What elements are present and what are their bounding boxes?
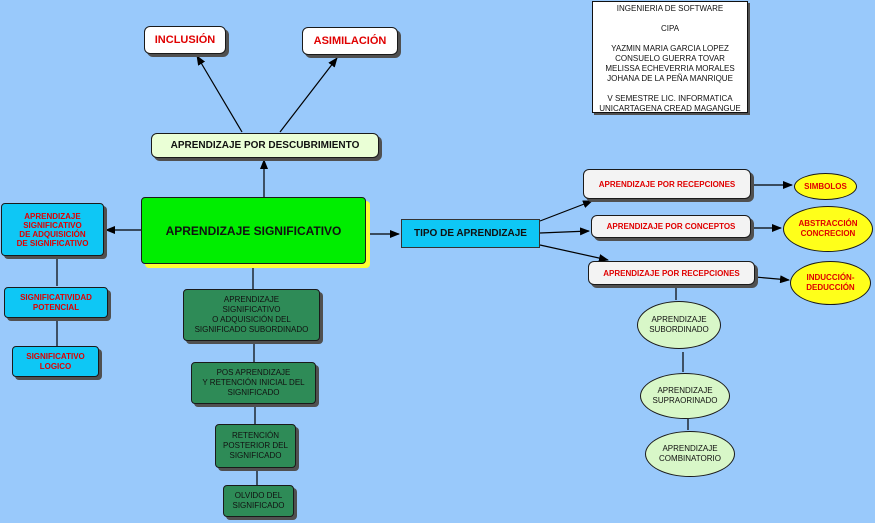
node-tipo-de-aprendizaje: TIPO DE APRENDIZAJE [401,219,540,248]
arrow-to-inclusion [196,55,243,133]
credits-box: INGENIERIA DE SOFTWARE CIPA YAZMIN MARIA… [592,1,748,113]
node-pos-aprendizaje: POS APRENDIZAJE Y RETENCIÓN INICIAL DEL … [191,362,316,404]
node-significativo-logico: SIGNIFICATIVO LOGICO [12,346,99,377]
node-olvido: OLVIDO DEL SIGNIFICADO [223,485,294,517]
node-abstraccion: ABSTRACCIÓN CONCRECION [783,206,873,252]
node-aprendizaje-conceptos: APRENDIZAJE POR CONCEPTOS [591,215,751,238]
node-induccion: INDUCCIÓN- DEDUCCIÓN [790,261,871,305]
node-retencion-posterior: RETENCIÓN POSTERIOR DEL SIGNIFICADO [215,424,296,468]
arrow-to-recepciones-1 [539,200,593,222]
node-aprendizaje-recepciones-2: APRENDIZAJE POR RECEPCIONES [588,261,755,285]
node-adquisicion-significativo: APRENDIZAJE SIGNIFICATIVO DE ADQUISICIÓN… [1,203,104,256]
node-simbolos: SIMBOLOS [794,173,857,200]
node-descubrimiento: APRENDIZAJE POR DESCUBRIMIENTO [151,133,379,158]
arrow-to-recepciones-2 [539,244,609,262]
node-aprendizaje-recepciones-1: APRENDIZAJE POR RECEPCIONES [583,169,751,199]
arrow-to-conceptos [539,227,590,236]
node-significatividad-potencial: SIGNIFICATIVIDAD POTENCIAL [4,287,108,318]
node-adquisicion-subordinado: APRENDIZAJE SIGNIFICATIVO O ADQUISICIÓN … [183,289,320,341]
arrow-to-induccion [754,275,790,284]
node-ap-supraordinado: APRENDIZAJE SUPRAORINADO [640,373,730,419]
arrow-to-asimilacion [279,57,338,133]
node-inclusion: INCLUSIÓN [144,26,226,54]
node-ap-combinatorio: APRENDIZAJE COMBINATORIO [645,431,735,477]
node-aprendizaje-significativo: APRENDIZAJE SIGNIFICATIVO [141,197,366,264]
node-ap-subordinado: APRENDIZAJE SUBORDINADO [637,301,721,349]
node-asimilacion: ASIMILACIÓN [302,27,398,55]
